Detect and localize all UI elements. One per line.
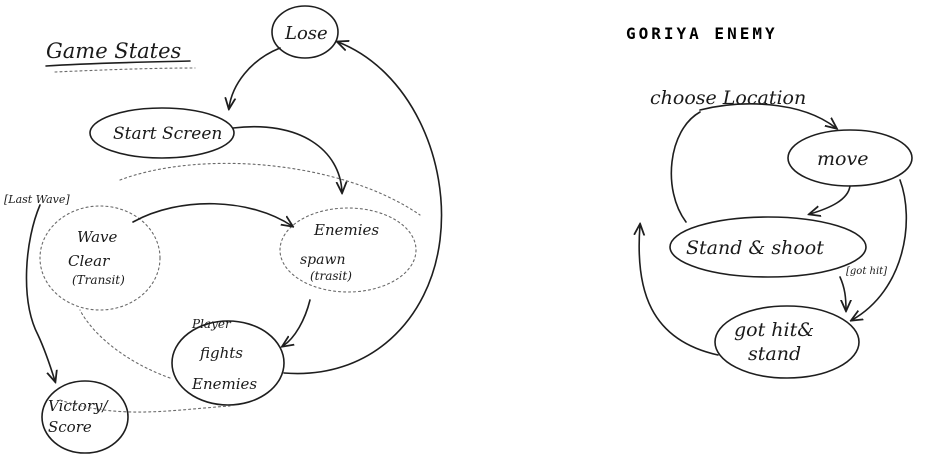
arrow-got-hit-to-choose (639, 225, 719, 356)
state-enemies-spawn-label-1: Enemies (313, 221, 379, 239)
state-enemies-spawn-ellipse (279, 207, 417, 293)
state-start-screen-ellipse (89, 107, 235, 159)
state-victory-label-1: Victory/ (48, 397, 109, 415)
title-underline-faint (54, 67, 196, 73)
arrow-move-to-stand-shoot (810, 185, 851, 214)
goriya-state-got-hit-ellipse (714, 305, 860, 379)
goriya-state-got-hit-label-2: stand (748, 343, 801, 365)
state-player-fights-label-2: fights (199, 344, 243, 362)
goriya-state-got-hit-label-1: got hit& (734, 319, 814, 341)
state-lose: Lose (271, 5, 339, 59)
arrow-move-to-got-hit (852, 179, 908, 320)
state-wave-clear-label-2: Clear (68, 252, 110, 270)
arrow-stand-shoot-to-got-hit (839, 276, 846, 310)
state-victory-label-2: Score (48, 418, 92, 436)
state-wave-clear-ellipse (39, 205, 161, 311)
arrow-clear-to-spawn (132, 202, 292, 226)
arrow-start-to-spawn (232, 126, 342, 192)
state-start-screen-label: Start Screen (113, 124, 222, 144)
goriya-state-stand-shoot-ellipse (669, 216, 867, 278)
arrow-fights-to-clear (79, 309, 171, 379)
state-wave-clear: Wave Clear (Transit) (39, 205, 161, 311)
state-player-fights-label-1: Player (191, 317, 232, 331)
title-underline (45, 60, 191, 67)
arrow-stand-shoot-to-choose (670, 111, 701, 223)
outer-loop-faint (119, 162, 421, 216)
state-player-fights-enemies: Player fights Enemies (171, 317, 285, 406)
goriya-state-move-label: move (817, 148, 868, 170)
state-enemies-spawn-label-2: spawn (300, 252, 346, 268)
arrow-spawn-to-fights (283, 299, 311, 346)
state-player-fights-ellipse (171, 320, 285, 406)
game-states-diagram: Game States Lose Start Screen Enemies sp… (4, 5, 443, 454)
arrow-lose-to-start (229, 47, 281, 108)
goriya-choose-location-label: choose Location (650, 87, 806, 109)
goriya-title: GORIYA ENEMY (626, 24, 778, 43)
got-hit-condition: [got hit] (846, 266, 887, 277)
goriya-enemy-diagram: GORIYA ENEMY choose Location move Stand … (626, 24, 913, 379)
game-states-title: Game States (46, 39, 182, 63)
arrow-fights-to-lose (283, 42, 443, 375)
goriya-state-stand-shoot-label: Stand & shoot (686, 237, 824, 259)
state-wave-clear-label-3: (Transit) (72, 273, 125, 287)
goriya-state-got-hit: got hit& stand (714, 305, 860, 379)
state-victory-score: Victory/ Score (41, 380, 129, 454)
state-player-fights-label-3: Enemies (191, 375, 257, 393)
arrow-victory-faint (59, 399, 231, 413)
goriya-state-move: move (787, 129, 913, 187)
state-lose-label: Lose (284, 23, 328, 44)
state-enemies-spawn-label-3: (trasit) (310, 269, 352, 283)
state-start-screen: Start Screen (89, 107, 235, 159)
last-wave-condition: [Last Wave] (4, 193, 70, 206)
arrow-choose-to-move (699, 103, 836, 128)
state-lose-ellipse (271, 5, 339, 59)
goriya-state-stand-shoot: Stand & shoot (669, 216, 867, 278)
arrow-clear-to-victory (25, 204, 55, 381)
state-victory-ellipse (41, 380, 129, 454)
state-wave-clear-label-1: Wave (77, 228, 118, 246)
state-enemies-spawn: Enemies spawn (trasit) (279, 207, 417, 293)
